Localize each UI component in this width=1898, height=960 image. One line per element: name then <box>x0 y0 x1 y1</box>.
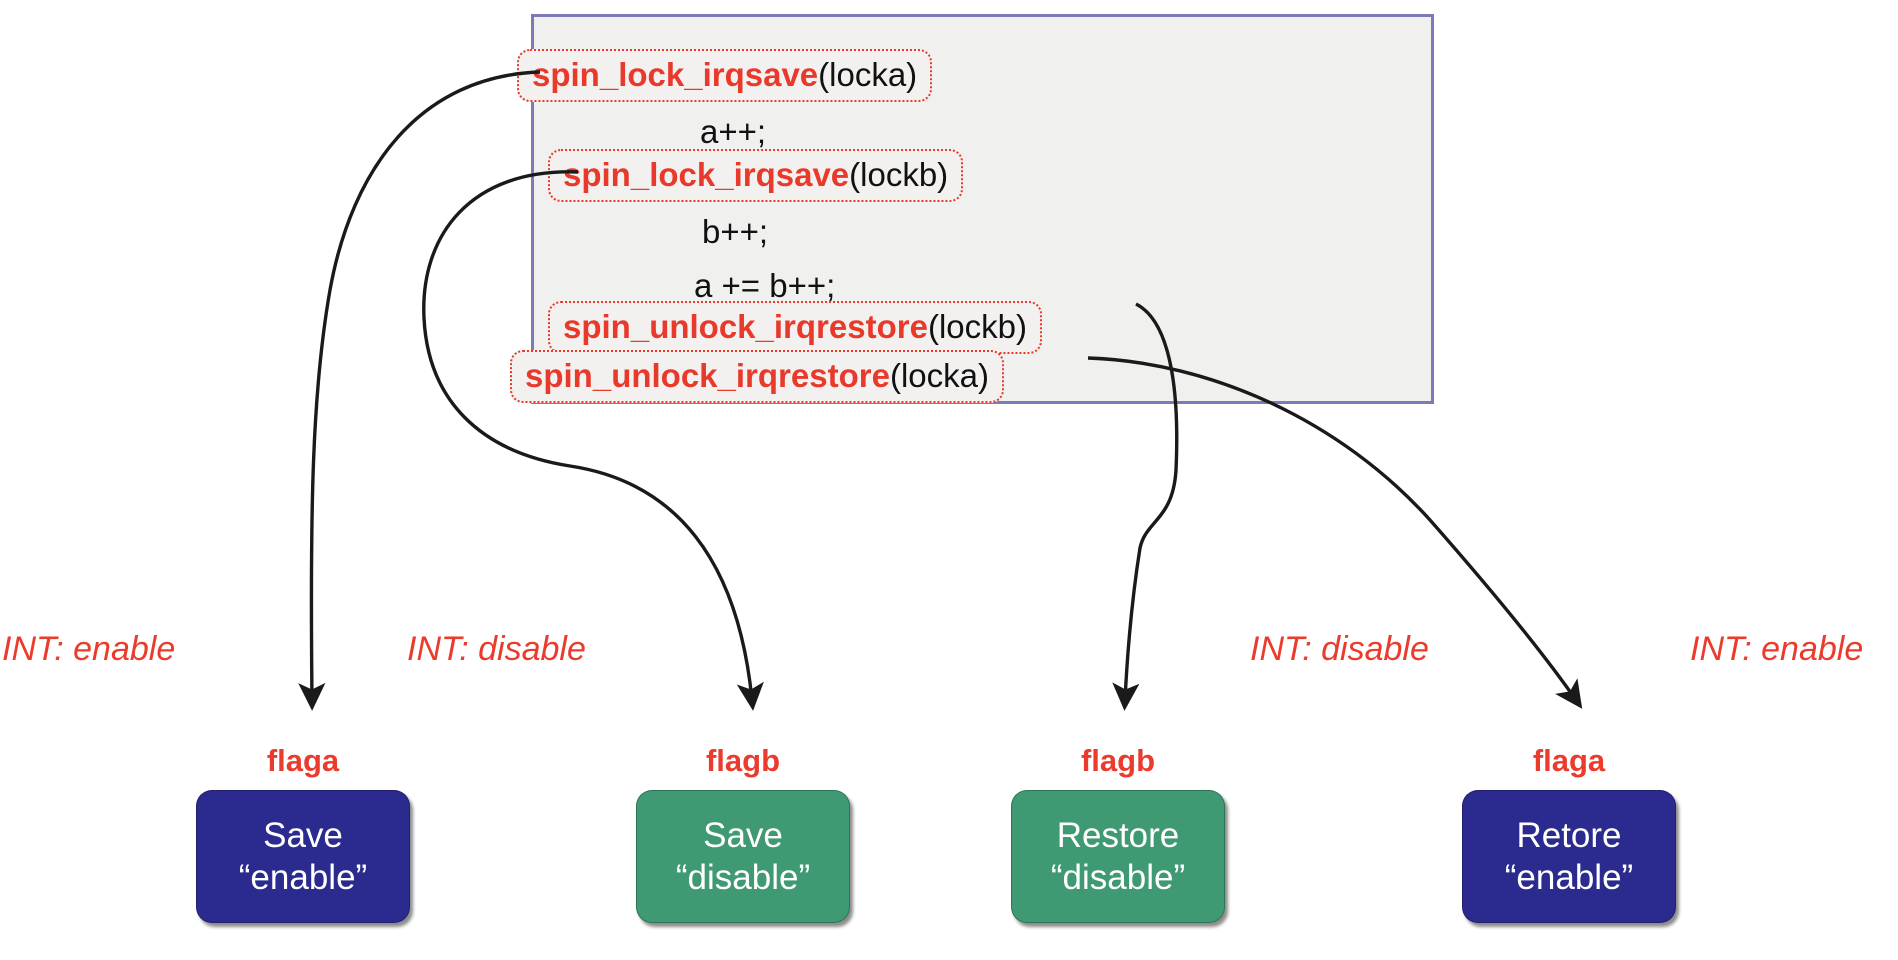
function-arg: (locka) <box>889 357 989 394</box>
code-line-a-increment: a++; <box>700 115 766 148</box>
annotation-int-disable-2: INT: disable <box>1250 630 1429 668</box>
statement-text: a += b++; <box>694 267 836 304</box>
code-line-spin-unlock-irqrestore-lockb[interactable]: spin_unlock_irqrestore(lockb) <box>548 301 1042 354</box>
statement-text: b++; <box>702 213 769 250</box>
state-action: Restore <box>1056 816 1180 856</box>
function-name: spin_lock_irqsave <box>532 56 819 93</box>
state-value: “disable” <box>1050 857 1186 897</box>
annotation-int-disable-1: INT: disable <box>407 630 586 668</box>
function-arg: (lockb) <box>849 156 949 193</box>
state-box-flaga-save-enable[interactable]: Save “enable” <box>196 790 410 923</box>
state-value: “disable” <box>675 857 811 897</box>
annotation-int-enable-1: INT: enable <box>2 630 176 668</box>
state-box-flagb-save-disable[interactable]: Save “disable” <box>636 790 850 923</box>
state-action: Save <box>263 816 343 856</box>
code-line-b-increment: b++; <box>702 215 768 248</box>
function-name: spin_lock_irqsave <box>563 156 850 193</box>
state-value: “enable” <box>238 857 368 897</box>
state-action: Save <box>703 816 783 856</box>
state-box-flaga-retore-enable[interactable]: Retore “enable” <box>1462 790 1676 923</box>
flag-label-state-4: flaga <box>1532 743 1606 778</box>
code-panel: spin_lock_irqsave(locka) a++; spin_lock_… <box>510 14 1434 404</box>
state-action: Retore <box>1516 816 1622 856</box>
code-line-spin-lock-irqsave-lockb[interactable]: spin_lock_irqsave(lockb) <box>548 149 964 202</box>
code-line-a-plus-equals-b: a += b++; <box>694 269 835 302</box>
code-line-spin-unlock-irqrestore-locka[interactable]: spin_unlock_irqrestore(locka) <box>510 350 1004 403</box>
flag-label-state-1: flaga <box>266 743 340 778</box>
code-line-spin-lock-irqsave-locka[interactable]: spin_lock_irqsave(locka) <box>517 49 933 102</box>
flag-label-state-2: flagb <box>705 743 781 778</box>
arrow-lock-a-to-state-1 <box>298 70 541 711</box>
state-value: “enable” <box>1504 857 1634 897</box>
function-arg: (locka) <box>818 56 918 93</box>
annotation-int-enable-2: INT: enable <box>1690 630 1864 668</box>
function-name: spin_unlock_irqrestore <box>563 308 928 345</box>
statement-text: a++; <box>700 113 767 150</box>
state-box-flagb-restore-disable[interactable]: Restore “disable” <box>1011 790 1225 923</box>
function-arg: (lockb) <box>927 308 1027 345</box>
flag-label-state-3: flagb <box>1080 743 1156 778</box>
function-name: spin_unlock_irqrestore <box>525 357 890 394</box>
